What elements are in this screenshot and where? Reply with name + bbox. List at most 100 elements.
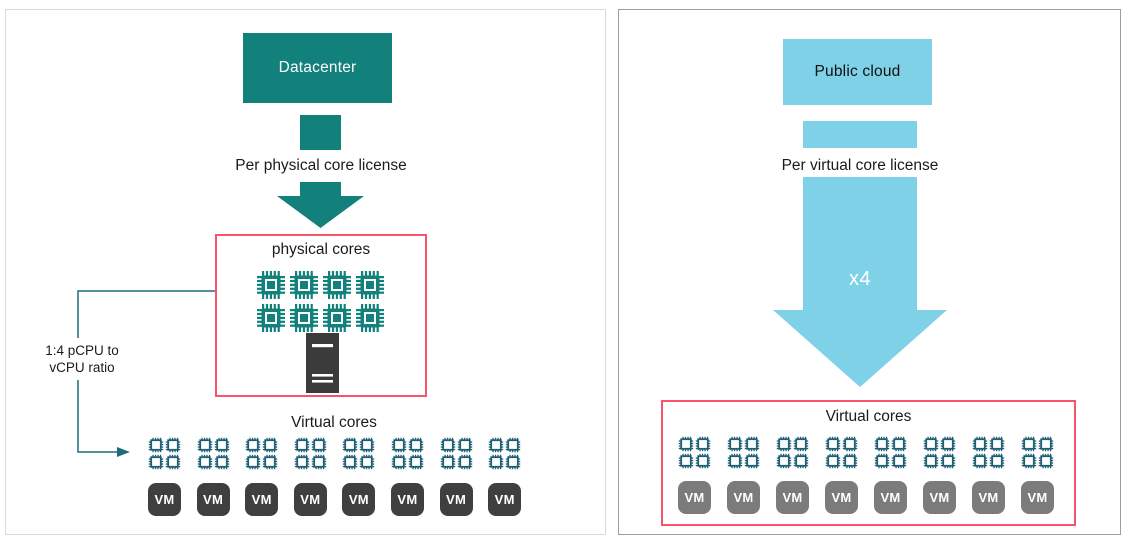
vcpu-chip-icon [457,454,472,470]
vcpu-chip-icon [408,454,424,470]
vcpu-chip-icon [165,454,181,470]
vm-box: VM [293,483,327,516]
physical-cores-title: physical cores [271,241,371,258]
vm-group: VM [439,437,473,516]
vm-box: VM [972,481,1005,514]
pcore-chip-icon [290,304,318,332]
vm-box: VM [776,481,809,514]
vcpu-chip-icon [505,437,521,453]
vm-box: VM [196,483,230,516]
vcpu-chip-icon [891,453,907,469]
vcpu-chip-grid [148,437,181,470]
vcpu-chip-icon [874,453,890,469]
vcpu-chip-grid [874,436,907,469]
vcpu-chip-grid [776,436,809,469]
vcpu-chip-icon [245,454,261,470]
vcpu-chip-grid [972,436,1005,469]
vcpu-chip-icon [311,454,326,470]
vcpu-chip-icon [245,437,261,453]
vcpu-chip-icon [197,454,212,470]
vm-group: VM [727,436,760,514]
vm-box: VM [923,481,956,514]
vcpu-chip-icon [989,453,1005,469]
vcpu-chip-icon [744,453,760,469]
vcpu-chip-icon [923,453,939,469]
vcpu-chip-icon [148,454,164,470]
vcpu-chip-icon [940,453,956,469]
vcpu-chip-icon [262,437,278,453]
datacenter-panel: Datacenter Per physical core license phy… [5,9,606,535]
virtual-cores-title-right: Virtual cores [825,408,912,425]
pcore-chip-icon [257,271,285,299]
vcpu-chip-icon [940,436,956,452]
vcpu-chip-icon [1021,436,1037,452]
vm-group: VM [825,436,858,514]
datacenter-box: Datacenter [243,33,392,103]
vcpu-chip-icon [727,453,743,469]
vcpu-chip-icon [214,437,229,453]
vm-group: VM [678,436,711,514]
vcpu-chip-icon [440,437,455,453]
vcpu-chip-icon [457,437,472,453]
ratio-label: 1:4 pCPU to vCPU ratio [32,342,132,377]
vm-group: VM [923,436,956,514]
vcpu-chip-grid [342,437,375,470]
vcpu-chip-grid [1021,436,1054,469]
vcpu-chip-icon [391,437,407,453]
vm-box: VM [825,481,858,514]
vcpu-chip-icon [793,453,809,469]
vcpu-chip-icon [294,437,309,453]
vcpu-chip-icon [148,437,164,453]
vm-group: VM [874,436,907,514]
vm-box: VM [874,481,907,514]
physical-core-license-label: Per physical core license [235,157,407,174]
vm-group: VM [390,437,424,516]
pcore-chip-icon [323,304,351,332]
vcpu-chip-icon [505,454,521,470]
vcpu-chip-icon [776,453,792,469]
vcpu-chip-icon [488,437,504,453]
vcpu-chip-icon [678,436,694,452]
vm-box: VM [727,481,760,514]
pcore-chip-icon [356,271,384,299]
ratio-label-line1: 1:4 pCPU to [45,343,119,358]
vcpu-chip-icon [343,437,358,453]
vcpu-chip-grid [825,436,858,469]
vcpu-chip-icon [842,436,858,452]
vcpu-chip-icon [343,454,358,470]
vcpu-chip-grid [488,437,521,470]
vm-group: VM [245,437,279,516]
public-cloud-box-label: Public cloud [814,63,901,80]
vcpu-chip-icon [874,436,890,452]
vm-group: VM [342,437,376,516]
server-icon [306,333,339,393]
ratio-connector-line [60,285,235,465]
vcpu-chip-icon [214,454,229,470]
vcpu-chip-grid [391,437,424,470]
pcore-chip-icon [257,304,285,332]
public-cloud-box: Public cloud [783,39,932,105]
down-arrow-icon [277,182,364,228]
vcpu-chip-icon [972,453,988,469]
vcpu-chip-icon [744,436,760,452]
vcpu-chip-icon [776,436,792,452]
vcpu-chip-icon [1038,436,1054,452]
pcore-chip-icon [290,271,318,299]
vcpu-chip-icon [294,454,309,470]
vcpu-chip-icon [440,454,455,470]
vm-box: VM [488,483,522,516]
vcpu-chip-icon [391,454,407,470]
vm-box: VM [678,481,711,514]
vcpu-chip-icon [825,436,841,452]
vm-group: VM [972,436,1005,514]
vcpu-chip-icon [793,436,809,452]
vm-box: VM [245,483,279,516]
public-cloud-arrow-shaft [803,121,917,148]
vcpu-chip-grid [727,436,760,469]
vcpu-chip-icon [695,436,711,452]
multiplier-label: x4 [848,268,872,290]
vcpu-chip-grid [678,436,711,469]
vm-box: VM [439,483,473,516]
vcpu-chip-icon [923,436,939,452]
